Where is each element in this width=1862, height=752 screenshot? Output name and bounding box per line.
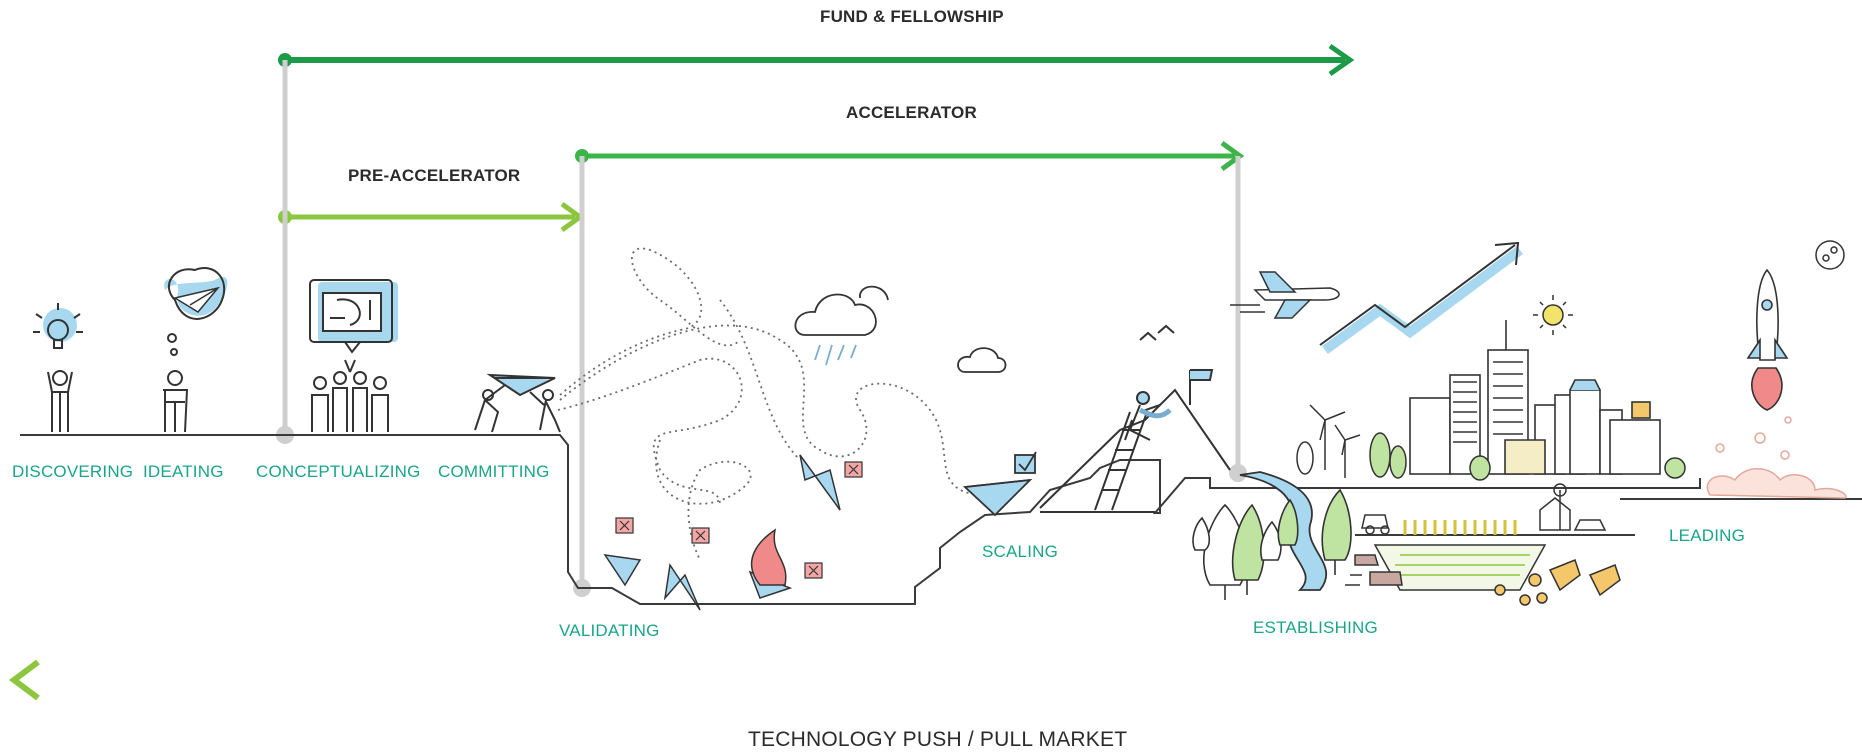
sun-icon (1533, 295, 1573, 335)
pre-accelerator-arrow (278, 201, 585, 233)
wandering-paths (557, 247, 1001, 561)
technology-push-arrow (9, 659, 1862, 701)
fund-fellowship-label: FUND & FELLOWSHIP (820, 7, 1004, 26)
stage-discovering: DISCOVERING (12, 462, 134, 481)
city-trees-icon (1296, 432, 1686, 481)
accelerator-label: ACCELERATOR (846, 103, 977, 122)
forest-icon (1192, 488, 1352, 600)
oil-pump-icon (1494, 559, 1621, 606)
stage-scaling: SCALING (982, 542, 1059, 561)
stage-validating: VALIDATING (559, 621, 660, 640)
team-high-five-icon (311, 359, 389, 432)
pre-accelerator-label: PRE-ACCELERATOR (348, 166, 521, 185)
stage-establishing: ESTABLISHING (1253, 618, 1378, 637)
fund-fellowship-arrow (278, 43, 1355, 77)
rising-plane-icon (962, 478, 1033, 517)
technology-push-pull-label: TECHNOLOGY PUSH / PULL MARKET (748, 728, 1128, 751)
stage-conceptualizing: CONCEPTUALIZING (256, 462, 421, 481)
stage-leading: LEADING (1669, 526, 1746, 545)
vertical-connectors (282, 60, 1241, 588)
presentation-board-icon (309, 279, 398, 354)
cloud-icon (957, 347, 1007, 373)
mountain-ladder-icon (1039, 324, 1231, 513)
lightbulb-icon (33, 303, 83, 349)
flame-icon (750, 528, 787, 586)
launch-smoke-icon (1706, 416, 1847, 499)
city-skyline-icon (1409, 320, 1661, 475)
stage-committing: COMMITTING (438, 462, 550, 481)
crashed-plane-icon (603, 454, 841, 611)
windmill-icon (1309, 404, 1361, 478)
stage-ideating: IDEATING (143, 462, 224, 481)
livestock-icon (1345, 554, 1403, 586)
rain-cloud-icon (794, 285, 889, 366)
airplane-icon (1230, 271, 1340, 319)
establishing-node (1229, 464, 1247, 482)
rocket-icon (1746, 268, 1789, 411)
person-discovering-icon (47, 370, 73, 432)
accelerator-arrow (575, 140, 1245, 172)
person-ideating-icon (163, 370, 189, 433)
planet-icon (1815, 240, 1845, 270)
paper-plane-icon (173, 286, 221, 313)
terrain-line (20, 434, 1701, 605)
people-launching-plane-icon (474, 373, 561, 433)
check-icon (1014, 451, 1037, 474)
growth-arrow-icon (1319, 241, 1523, 355)
fail-x-icons (615, 461, 863, 579)
